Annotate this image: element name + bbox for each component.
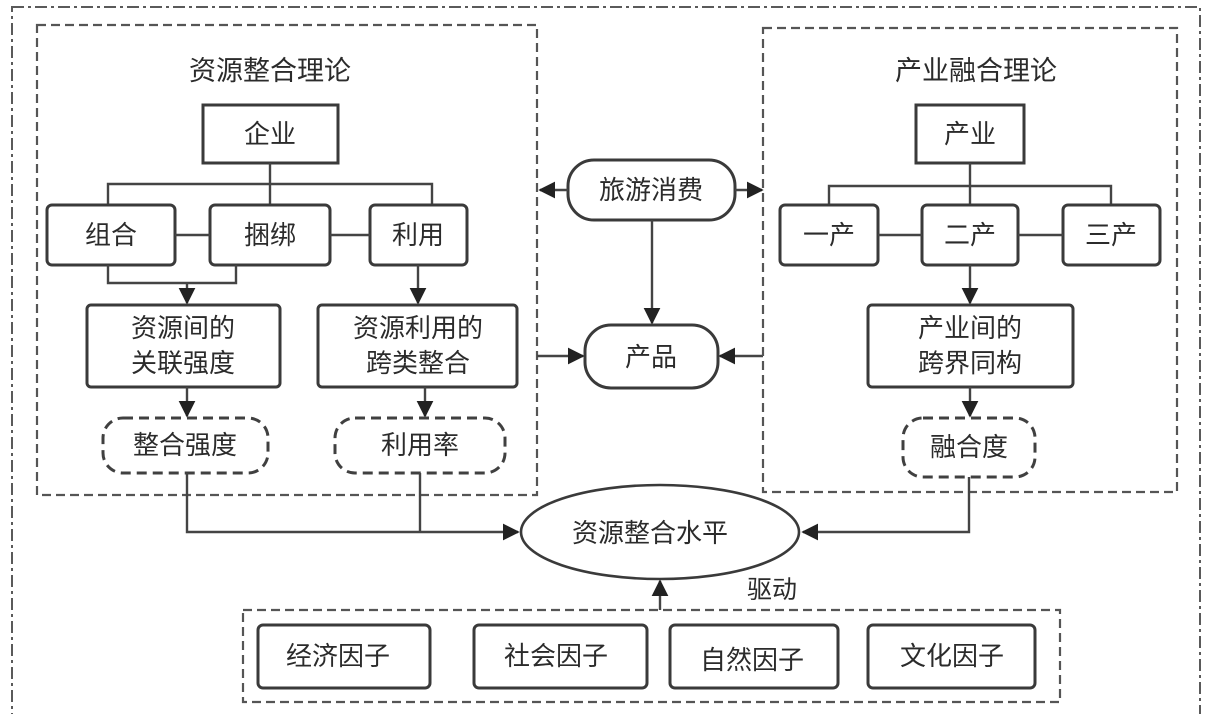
utilize-label: 利用 <box>392 221 444 251</box>
factors-region <box>241 608 1062 704</box>
tertiary-industry-label: 三产 <box>1085 221 1137 251</box>
association-strength-line2: 关联强度 <box>131 349 235 379</box>
drive-label: 驱动 <box>747 575 797 604</box>
association-strength-line1: 资源间的 <box>131 314 235 344</box>
integration-intensity-label: 整合强度 <box>133 431 237 461</box>
natural-factor-node <box>668 623 840 690</box>
resource-integration-title: 资源整合理论 <box>189 56 351 87</box>
utilization-rate-label: 利用率 <box>381 431 459 461</box>
product-label: 产品 <box>625 343 677 373</box>
secondary-industry-label: 二产 <box>944 221 996 251</box>
convergence-degree-indicator <box>901 416 1037 479</box>
connector <box>827 184 1113 205</box>
cross-border-isomorphism-line2: 跨界同构 <box>918 349 1022 379</box>
primary-industry-label: 一产 <box>803 221 855 251</box>
cross-border-isomorphism-line1: 产业间的 <box>918 314 1022 344</box>
connector <box>106 182 434 205</box>
resource-integration-level-node <box>519 483 801 581</box>
cross-category-line1: 资源利用的 <box>353 314 483 344</box>
natural-factor-label: 自然因子 <box>700 646 804 676</box>
cross-category-line2: 跨类整合 <box>366 349 470 379</box>
convergence-degree-label: 融合度 <box>930 433 1008 463</box>
industry-convergence-title: 产业融合理论 <box>895 56 1057 87</box>
resource-integration-region <box>35 23 539 497</box>
cross-category-node <box>316 303 519 389</box>
integration-intensity-indicator <box>101 416 270 475</box>
product-node <box>583 323 720 390</box>
social-factor-node <box>472 623 649 690</box>
association-strength-node <box>85 303 282 389</box>
industry-node <box>914 103 1026 165</box>
resource-integration-level-label: 资源整合水平 <box>572 519 728 549</box>
industry-label: 产业 <box>944 120 996 150</box>
tourism-consumption-label: 旅游消费 <box>599 176 703 206</box>
combine-label: 组合 <box>85 221 137 251</box>
enterprise-label: 企业 <box>244 120 296 150</box>
connector <box>106 265 238 285</box>
arrow <box>185 473 520 541</box>
cultural-factor-node <box>866 623 1037 690</box>
arrow <box>801 477 971 541</box>
cultural-factor-label: 文化因子 <box>900 642 1004 672</box>
social-factor-label: 社会因子 <box>504 642 608 672</box>
economic-factor-node <box>256 623 432 690</box>
outer-frame <box>11 6 1201 714</box>
bundle-label: 捆绑 <box>244 221 296 251</box>
enterprise-node <box>201 103 340 165</box>
economic-factor-label: 经济因子 <box>286 642 390 672</box>
